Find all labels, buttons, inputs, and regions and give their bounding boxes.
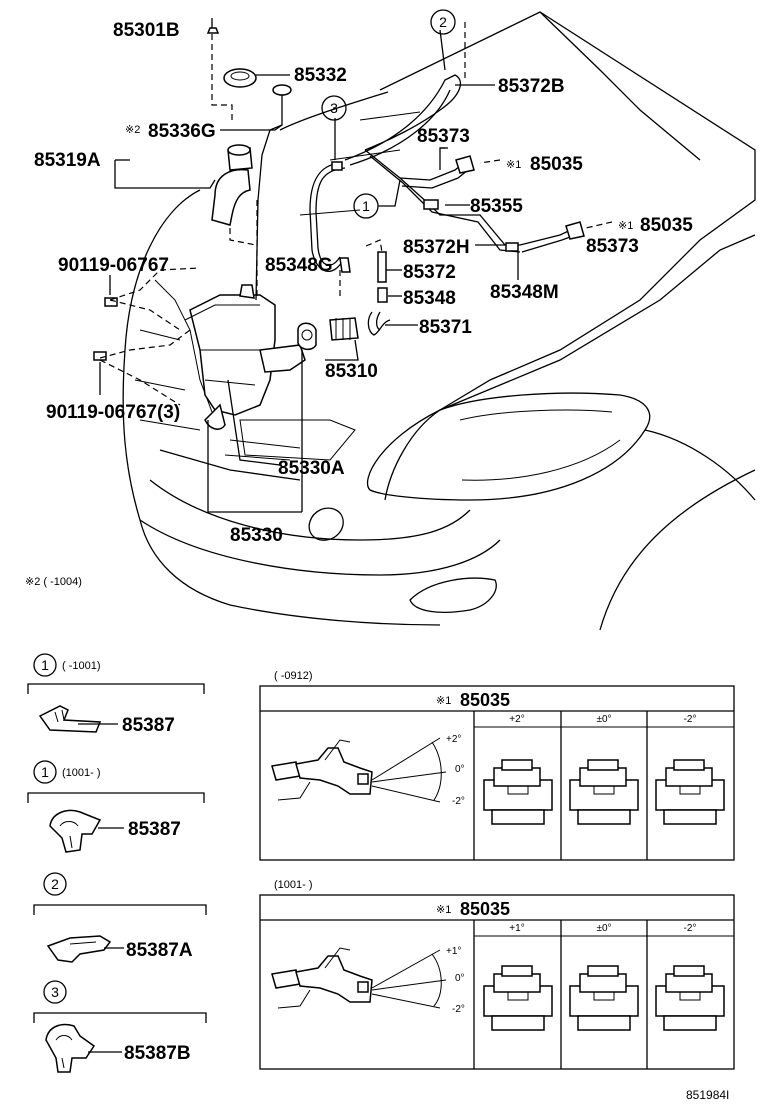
svg-text:1: 1	[41, 657, 49, 673]
table-2-range: (1001- )	[274, 879, 313, 891]
svg-text:+1°: +1°	[446, 946, 461, 957]
svg-text:1: 1	[41, 764, 49, 780]
label-85373-lower: 85373	[586, 236, 639, 257]
svg-text:+2°: +2°	[509, 714, 524, 725]
detail-1b: 1 (1001- ) 85387	[27, 760, 205, 853]
vehicle-body-outline	[122, 11, 756, 631]
svg-text:85387: 85387	[122, 715, 175, 736]
svg-text:-2°: -2°	[452, 796, 465, 807]
label-85348G: 85348G	[265, 255, 333, 276]
nozzle-angle-table-1: ( -0912) ※1 85035 +2° ±0° -2° +2° 0° -2°	[259, 670, 735, 861]
svg-text:2: 2	[51, 876, 59, 892]
svg-text:85035: 85035	[460, 690, 510, 710]
label-85035-upper-mark: ※1	[506, 159, 521, 171]
washer-hoses	[309, 74, 585, 336]
svg-text:-2°: -2°	[684, 714, 697, 725]
label-85372H: 85372H	[403, 237, 470, 258]
washer-tank	[93, 27, 359, 430]
label-85336G-mark: ※2	[125, 124, 140, 136]
connector-minus	[655, 759, 725, 825]
connector-zero-1001	[569, 965, 639, 1031]
label-85348: 85348	[403, 288, 456, 309]
label-90119-06767: 90119-06767	[58, 255, 169, 276]
svg-text:+1°: +1°	[509, 923, 524, 934]
callout-2: 2	[430, 9, 456, 35]
svg-text:-2°: -2°	[452, 1004, 465, 1015]
label-85301B: 85301B	[113, 20, 180, 41]
detail-3: 3 85387B	[33, 980, 207, 1073]
connector-plus	[483, 759, 553, 825]
detail-1a: 1 ( -1001) 85387	[27, 653, 205, 736]
svg-text:-2°: -2°	[684, 923, 697, 934]
callout-3: 3	[321, 95, 347, 121]
label-85372: 85372	[403, 262, 456, 283]
connector-plus-1001	[483, 965, 553, 1031]
svg-text:2: 2	[439, 14, 447, 30]
svg-text:±0°: ±0°	[596, 714, 611, 725]
svg-text:(1001- ): (1001- )	[62, 767, 101, 779]
label-85035-lower-mark: ※1	[618, 220, 633, 232]
svg-text:3: 3	[51, 984, 59, 1000]
label-85371: 85371	[419, 317, 472, 338]
label-85310: 85310	[325, 361, 378, 382]
label-85035-lower: 85035	[640, 215, 693, 236]
table-1-range: ( -0912)	[274, 670, 313, 682]
svg-text:±0°: ±0°	[596, 923, 611, 934]
label-85330: 85330	[230, 525, 283, 546]
svg-text:3: 3	[330, 100, 338, 116]
callout-1: 1	[353, 193, 379, 219]
label-85319A: 85319A	[34, 150, 101, 171]
svg-text:+2°: +2°	[446, 734, 461, 745]
note-2: ※2 ( -1004)	[25, 576, 82, 588]
connector-minus-1001	[655, 965, 725, 1031]
label-85035-upper: 85035	[530, 154, 583, 175]
svg-text:85035: 85035	[460, 899, 510, 919]
svg-text:85387B: 85387B	[124, 1043, 191, 1064]
nozzle-angle-table-2: (1001- ) ※1 85035 +1° ±0° -2° +1° 0° -2°	[259, 879, 735, 1070]
svg-text:85387: 85387	[128, 819, 181, 840]
svg-text:0°: 0°	[455, 764, 465, 775]
label-85332: 85332	[294, 65, 347, 86]
svg-text:85387A: 85387A	[126, 940, 193, 961]
leader-lines	[99, 18, 613, 513]
svg-text:1: 1	[362, 198, 370, 214]
label-85348M: 85348M	[490, 282, 559, 303]
label-85336G: 85336G	[148, 121, 216, 142]
label-85355: 85355	[470, 196, 523, 217]
label-85373-upper: 85373	[417, 126, 470, 147]
label-85330A: 85330A	[278, 458, 345, 479]
svg-text:0°: 0°	[455, 973, 465, 984]
svg-text:※1: ※1	[436, 904, 451, 916]
svg-text:※1: ※1	[436, 695, 451, 707]
connector-zero	[569, 759, 639, 825]
label-85372B: 85372B	[498, 76, 565, 97]
label-90119-06767-3: 90119-06767(3)	[46, 402, 180, 423]
diagram-code: 851984I	[686, 1088, 729, 1102]
detail-2: 2 85387A	[33, 872, 207, 963]
svg-text:( -1001): ( -1001)	[62, 660, 101, 672]
